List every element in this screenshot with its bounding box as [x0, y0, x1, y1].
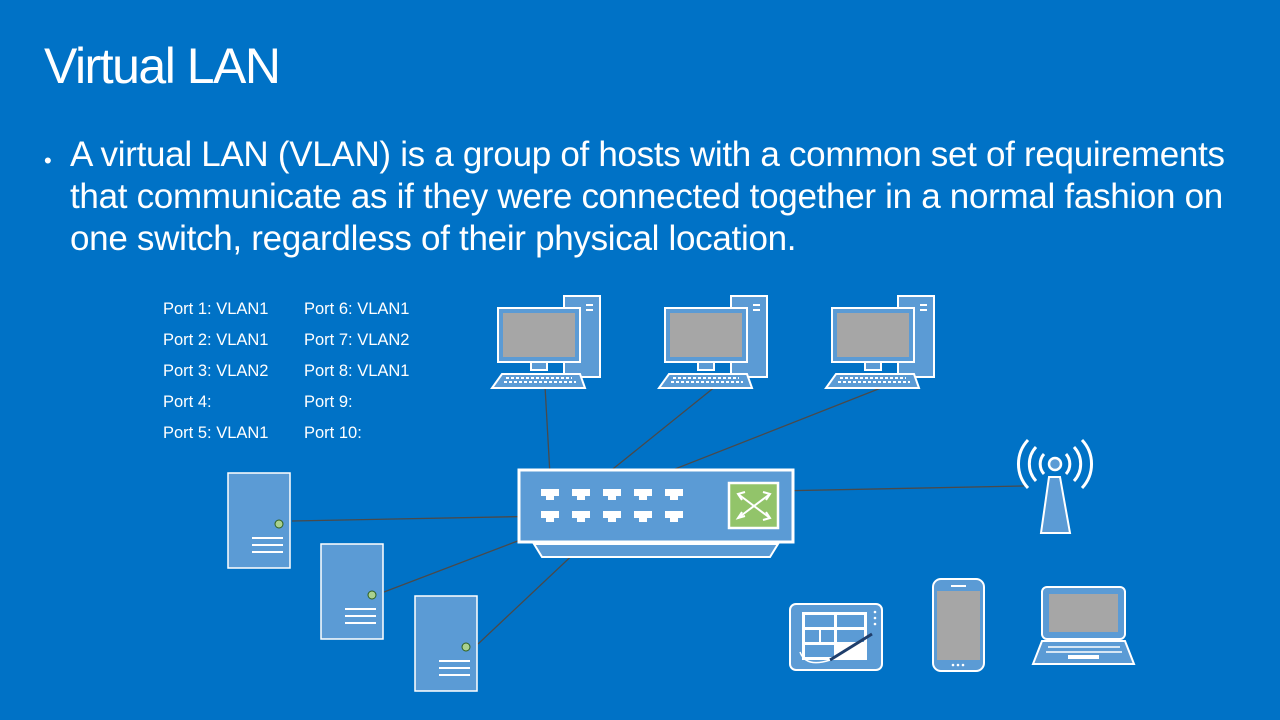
port-row: Port 1: VLAN1 Port 6: VLAN1 — [163, 294, 409, 325]
port-row: Port 4: Port 9: — [163, 387, 409, 418]
server-icon — [414, 595, 478, 692]
desktop-computer-icon — [657, 295, 768, 389]
bullet-marker: • — [44, 148, 52, 173]
link-server1-switch — [291, 515, 552, 522]
smartphone-icon — [932, 578, 985, 672]
port-label: Port 4: — [163, 393, 212, 411]
desktop-computer-icon — [490, 295, 601, 389]
port-label: Port 5: VLAN1 — [163, 424, 269, 442]
port-label: Port 6: VLAN1 — [304, 300, 410, 318]
network-switch-icon — [517, 468, 795, 558]
switch-ports — [541, 489, 683, 522]
port-label: Port 9: — [304, 393, 353, 411]
port-label: Port 8: VLAN1 — [304, 362, 410, 380]
laptop-icon — [1031, 586, 1136, 665]
wireless-tower-icon — [1017, 438, 1093, 534]
server-icon — [320, 543, 384, 640]
port-row: Port 2: VLAN1 Port 7: VLAN2 — [163, 325, 409, 356]
port-row: Port 5: VLAN1 Port 10: — [163, 418, 409, 449]
desktop-computer-icon — [824, 295, 935, 389]
port-label: Port 1: VLAN1 — [163, 300, 269, 318]
port-row: Port 3: VLAN2 Port 8: VLAN1 — [163, 356, 409, 387]
port-assignment-table: Port 1: VLAN1 Port 6: VLAN1 Port 2: VLAN… — [163, 294, 409, 449]
tablet-icon — [789, 603, 883, 671]
server-icon — [227, 472, 291, 569]
port-label: Port 7: VLAN2 — [304, 331, 410, 349]
bullet-text: A virtual LAN (VLAN) is a group of hosts… — [70, 135, 1225, 258]
port-label: Port 10: — [304, 424, 362, 442]
port-label: Port 3: VLAN2 — [163, 362, 269, 380]
port-label: Port 2: VLAN1 — [163, 331, 269, 349]
slide-title: Virtual LAN — [44, 38, 281, 94]
